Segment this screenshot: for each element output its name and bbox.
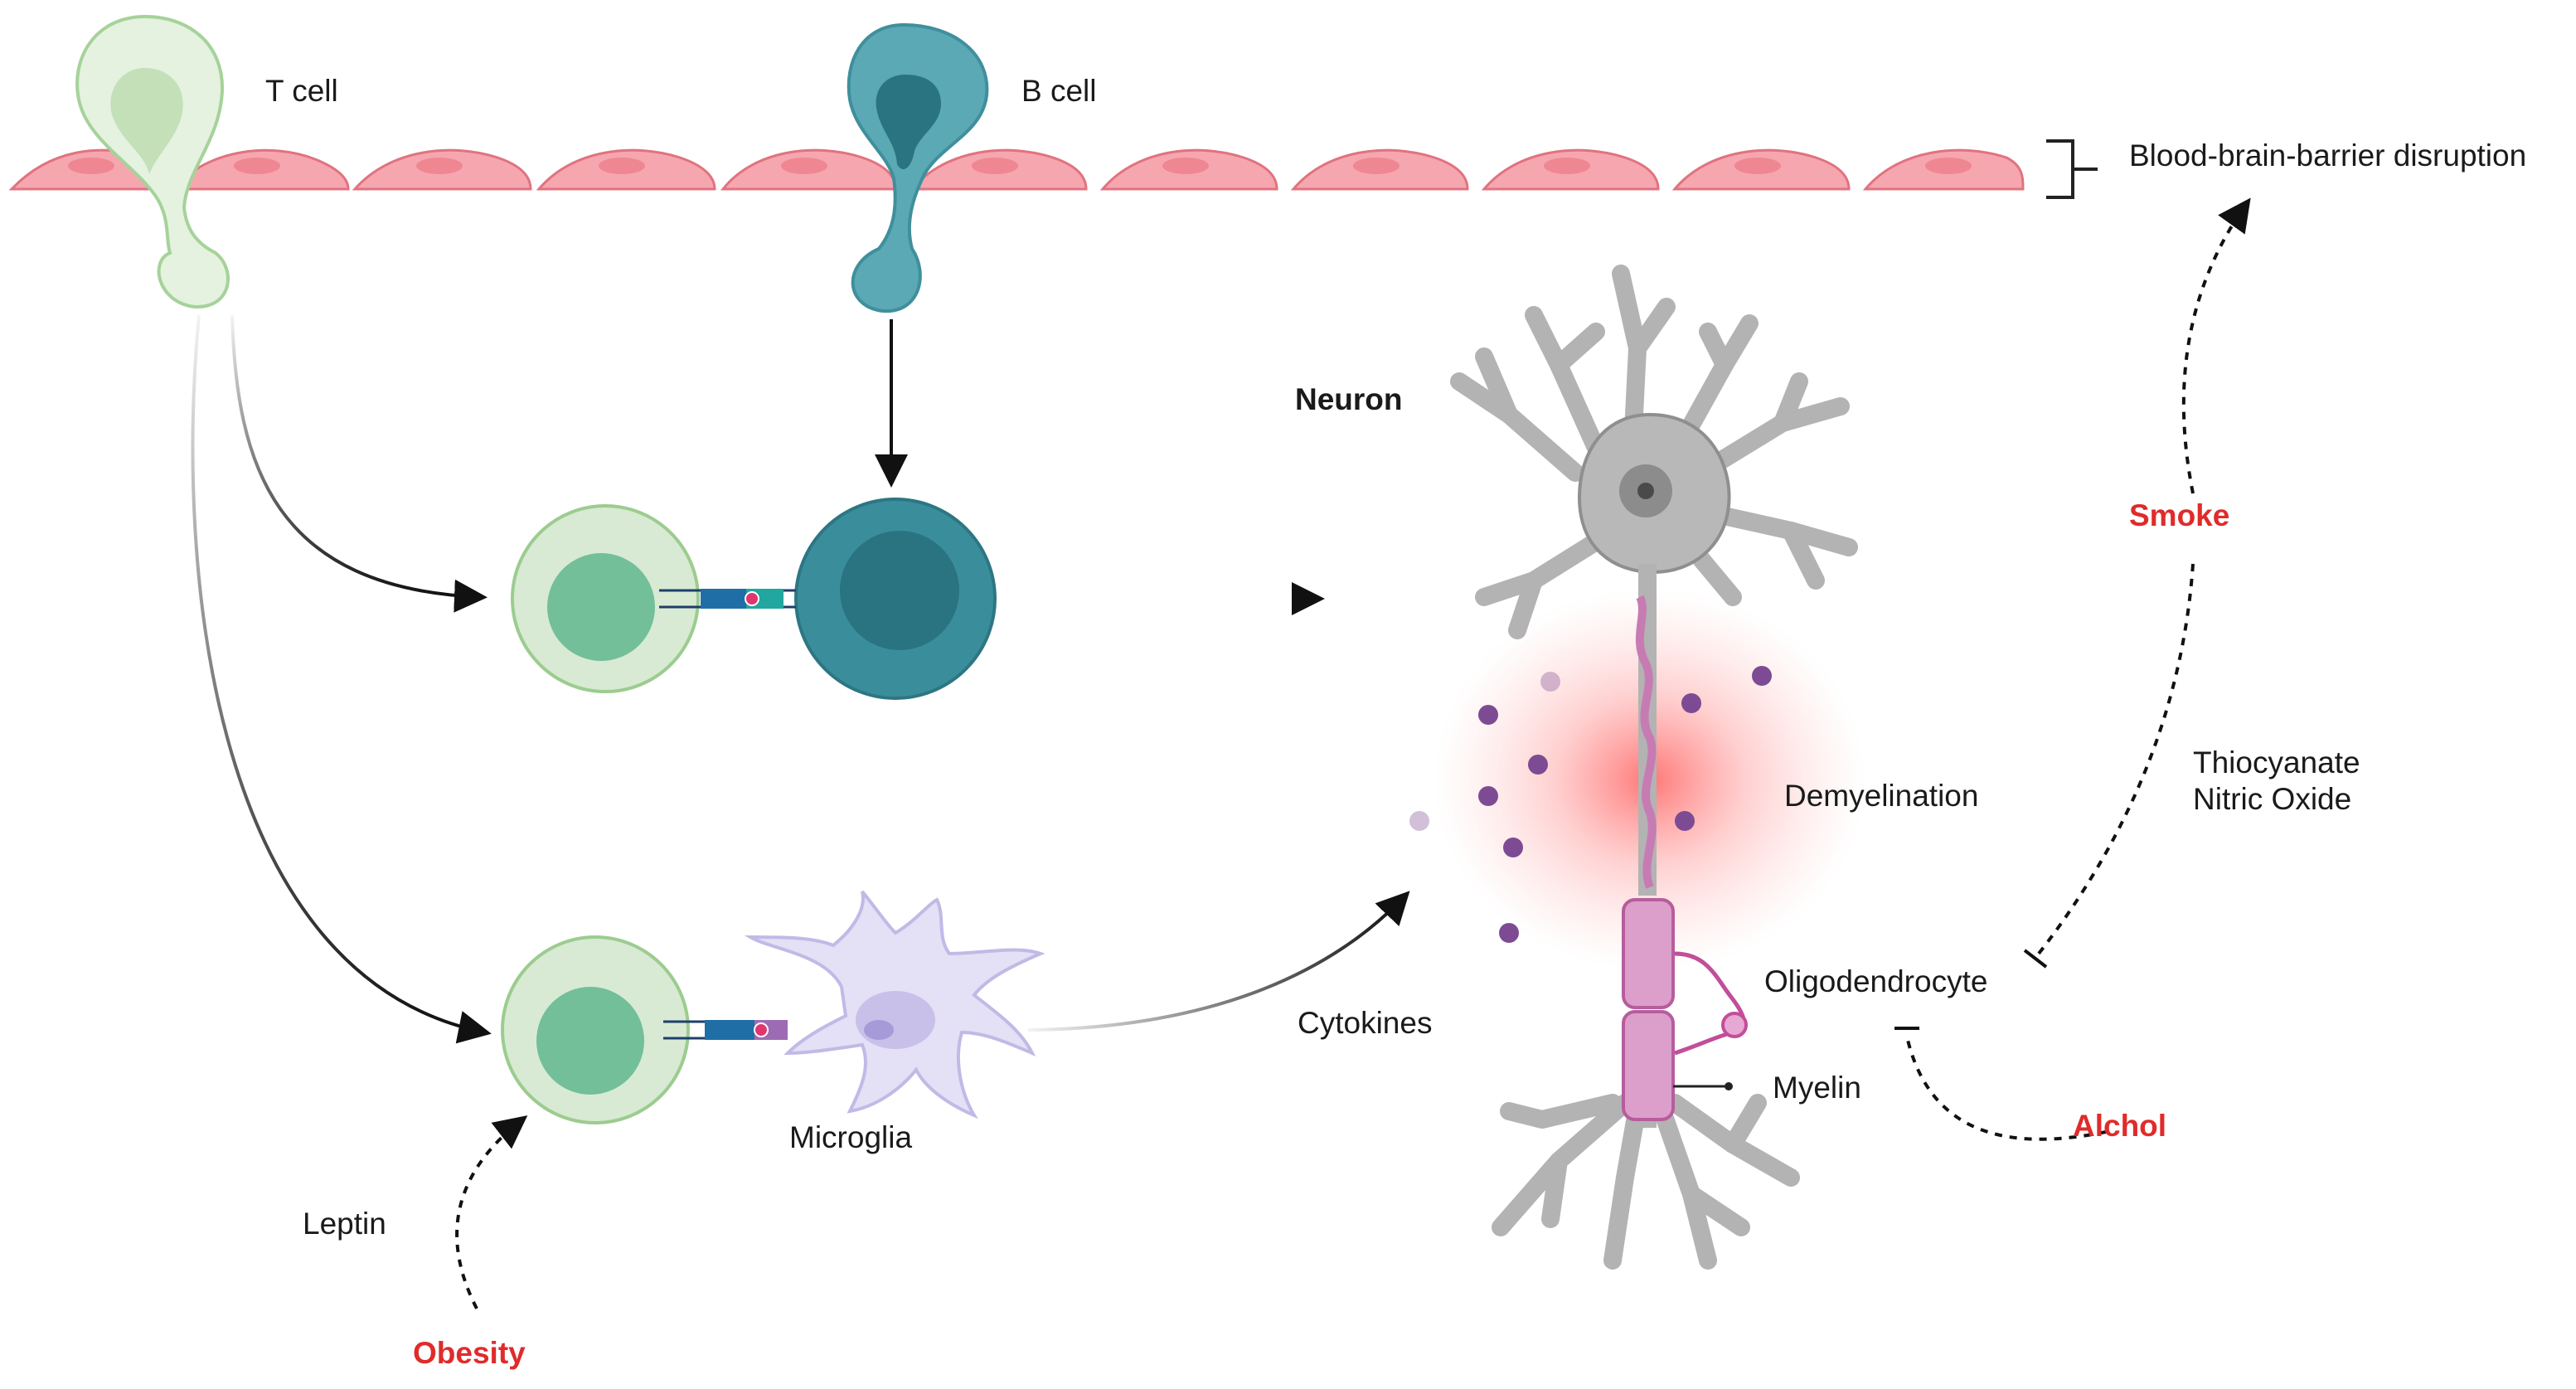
- alcohol-label: Alchol: [2073, 1109, 2167, 1143]
- microglia-label: Microglia: [789, 1120, 913, 1154]
- endothelial-cell-icon: [8, 148, 2025, 191]
- t-cell-label: T cell: [265, 74, 338, 108]
- b-cell-icon: [847, 22, 989, 313]
- inhibition-bars: [1894, 949, 2048, 1030]
- t-cell-b-cell-synapse: [511, 498, 997, 700]
- risk-factor-arrows: [455, 197, 2251, 1309]
- oligodendrocyte-label: Oligodendrocyte: [1764, 964, 1988, 998]
- cytokine-icon: [1409, 666, 1772, 943]
- b-cell-label: B cell: [1021, 74, 1097, 108]
- smoke-label: Smoke: [2129, 498, 2230, 532]
- cytokines-label: Cytokines: [1298, 1006, 1433, 1040]
- neuron-label: Neuron: [1295, 382, 1403, 416]
- receptor-complex-icon: [659, 589, 796, 609]
- thiocyanate-label: Thiocyanate: [2193, 745, 2360, 779]
- bbb-bracket: [2046, 139, 2098, 199]
- microglia-icon: [744, 890, 1045, 1119]
- receptor-complex-icon: [663, 1020, 788, 1040]
- t-cell-icon: [75, 14, 230, 309]
- bbb-disruption-label: Blood-brain-barrier disruption: [2129, 138, 2527, 172]
- arrows: [191, 314, 1410, 1044]
- myelin-label: Myelin: [1773, 1071, 1861, 1105]
- neuron-icon: [1450, 265, 1858, 1270]
- nitric-oxide-label: Nitric Oxide: [2193, 782, 2352, 816]
- obesity-label: Obesity: [413, 1336, 526, 1370]
- leptin-label: Leptin: [303, 1207, 386, 1241]
- endothelial-barrier: [8, 148, 2025, 191]
- demyelination-label: Demyelination: [1784, 779, 1979, 813]
- t-cell-microglia-synapse: [501, 890, 1045, 1124]
- oligodendrocyte-icon: [1622, 898, 1748, 1121]
